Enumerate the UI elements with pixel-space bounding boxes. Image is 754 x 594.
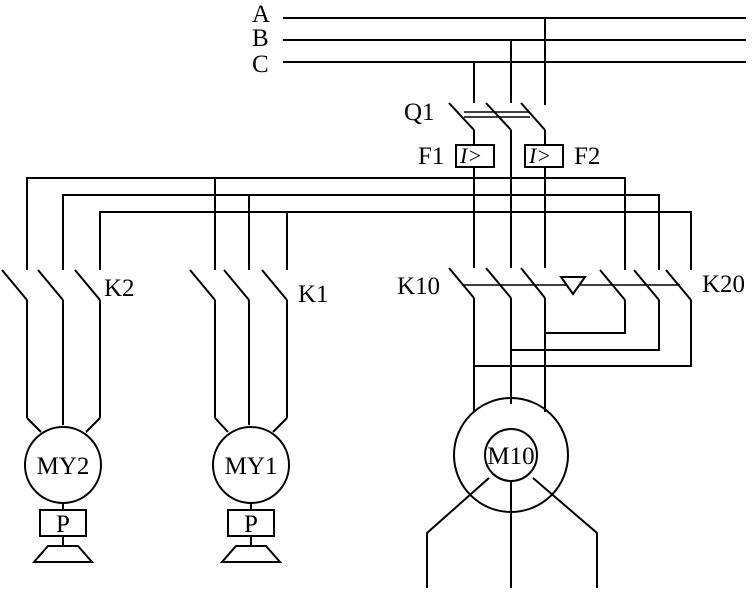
relay-f1-symbol: I> — [459, 143, 482, 168]
pump-p2-label: P — [56, 511, 70, 538]
pump-p2-base-icon — [31, 545, 95, 563]
relay-f2-label: F2 — [574, 143, 600, 170]
relay-f1-label: F1 — [418, 143, 444, 170]
contactor-k20-label: K20 — [702, 271, 745, 298]
m10-lead-left — [426, 477, 490, 588]
contactor-k10: K10 — [397, 267, 546, 300]
breaker-q1: Q1 — [404, 99, 546, 131]
bus-drops — [473, 18, 546, 105]
bus-a-label: A — [252, 1, 270, 28]
bus-c-label: C — [252, 51, 269, 78]
supply-buses: A B C — [252, 1, 746, 78]
motor-my1-label: MY1 — [225, 453, 278, 480]
relay-f2-symbol: I> — [528, 143, 551, 168]
motor-my2-label: MY2 — [37, 453, 90, 480]
overcurrent-relays: I> I> F1 F2 — [418, 130, 600, 268]
contactor-k2: K2 — [1, 269, 135, 425]
interlock-triangle-icon — [559, 276, 587, 296]
m10-lead-right — [532, 477, 598, 588]
pump-p1-label: P — [244, 511, 258, 538]
motor-branch-feeds — [26, 177, 692, 270]
motor-my2: MY2 P — [24, 417, 102, 563]
contactor-k1-label: K1 — [298, 281, 329, 308]
contactor-k10-label: K10 — [397, 273, 440, 300]
pump-p1-base-icon — [219, 545, 283, 563]
motor-m10: M10 — [426, 397, 598, 588]
mechanical-interlock — [462, 276, 680, 296]
breaker-label: Q1 — [404, 99, 435, 126]
m10-feed-wiring — [473, 298, 692, 412]
bus-b-label: B — [252, 25, 269, 52]
motor-m10-label: M10 — [487, 443, 534, 470]
motor-my1: MY1 P — [212, 417, 290, 563]
contactor-k2-label: K2 — [104, 275, 135, 302]
contactor-k1: K1 — [189, 269, 329, 425]
